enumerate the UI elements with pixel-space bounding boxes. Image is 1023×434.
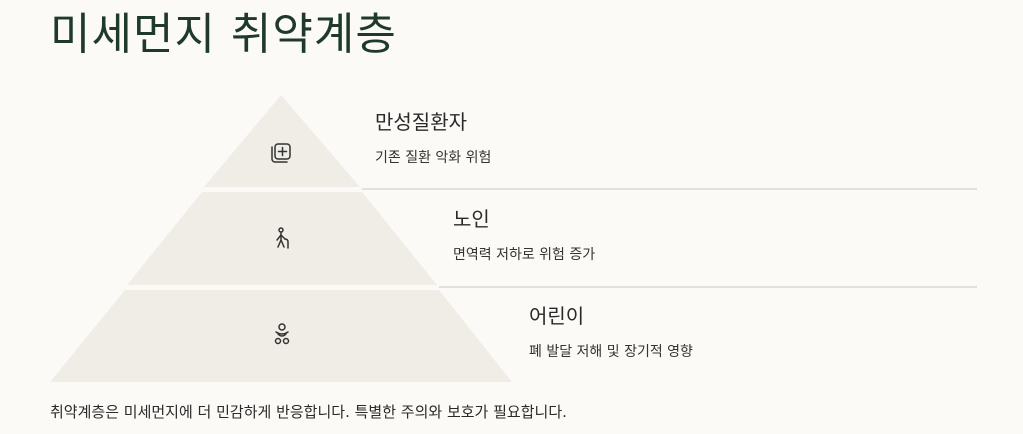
baby-icon [274,323,290,345]
tier-3-description: 폐 발달 저해 및 장기적 영향 [529,344,693,360]
tier-2-title: 노인 [453,207,490,231]
page-title: 미세먼지 취약계층 [50,9,397,60]
tier-1-shape [204,95,360,187]
medical-cross-icon [271,143,291,163]
elderly-person-icon [276,227,289,249]
tier-2-description: 면역력 저하로 위험 증가 [453,247,596,263]
tier-1-description: 기존 질환 악화 위험 [375,150,492,166]
tier-1-title: 만성질환자 [375,110,467,134]
footer-note: 취약계층은 미세먼지에 더 민감하게 반응합니다. 특별한 주의와 보호가 필요… [50,403,567,421]
tier-3-title: 어린이 [529,304,585,328]
tier-2-shape [127,192,437,285]
